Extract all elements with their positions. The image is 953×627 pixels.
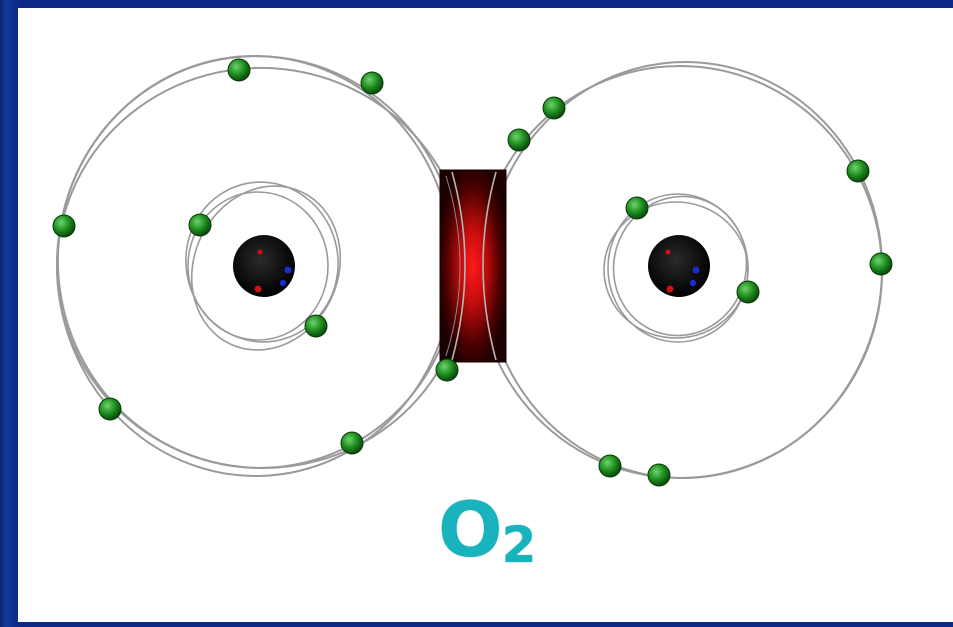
left-proton xyxy=(254,285,262,293)
electron xyxy=(647,463,671,487)
left-neutron xyxy=(279,279,287,287)
electron xyxy=(340,431,364,455)
electron xyxy=(360,71,384,95)
molecule-formula: O2 xyxy=(438,492,536,571)
formula-subscript: 2 xyxy=(501,516,537,574)
electron xyxy=(227,58,251,82)
right-proton xyxy=(666,285,674,293)
electron xyxy=(304,314,328,338)
electron xyxy=(625,196,649,220)
electron xyxy=(52,214,76,238)
left-nucleus xyxy=(233,235,295,297)
electron xyxy=(542,96,566,120)
right-proton xyxy=(665,249,671,255)
shared-bond-region xyxy=(439,169,507,363)
electron xyxy=(846,159,870,183)
left-neutron xyxy=(284,266,292,274)
left-atom-inner-shell xyxy=(185,181,342,351)
electron xyxy=(598,454,622,478)
electron xyxy=(736,280,760,304)
electron xyxy=(98,397,122,421)
right-atom-electrons xyxy=(507,96,893,487)
electron xyxy=(869,252,893,276)
electron xyxy=(188,213,212,237)
electron xyxy=(435,358,459,382)
right-neutron xyxy=(692,266,700,274)
right-neutron xyxy=(689,279,697,287)
electron xyxy=(507,128,531,152)
left-atom-electrons xyxy=(52,58,459,455)
formula-symbol: O xyxy=(438,485,503,574)
right-nucleus xyxy=(648,235,710,297)
left-proton xyxy=(257,249,263,255)
